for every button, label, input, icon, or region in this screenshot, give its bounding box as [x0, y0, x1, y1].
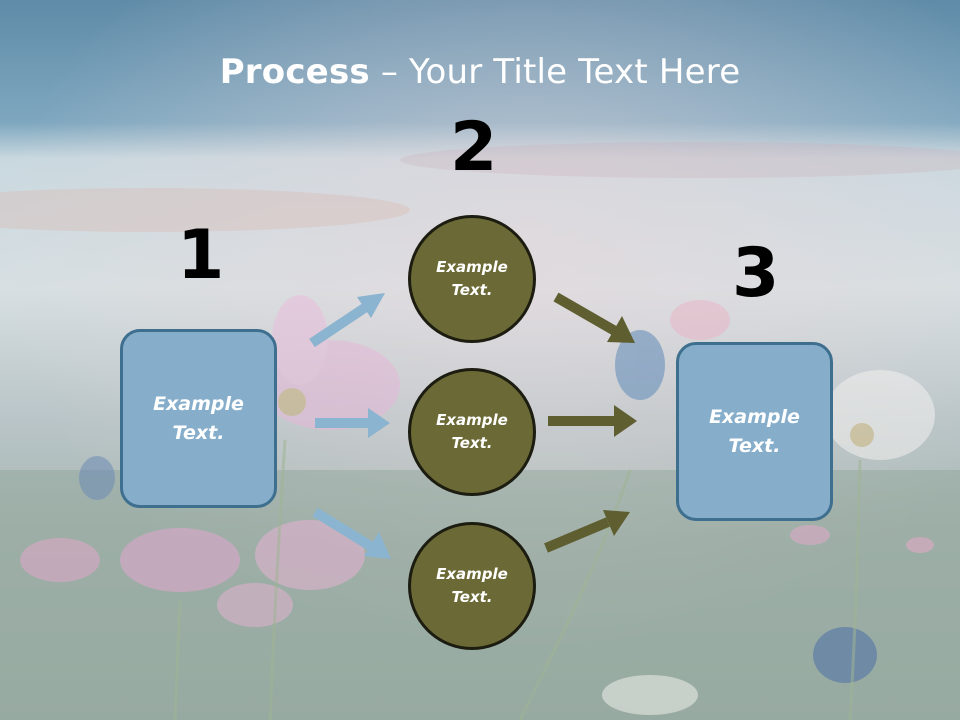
circle-bottom-label: Example Text.: [436, 564, 508, 606]
arrow-start-to-top: [309, 293, 385, 348]
circle-top-label: Example Text.: [436, 257, 508, 299]
step-number-1: 1: [177, 216, 225, 295]
arrow-bottom-to-end: [544, 510, 630, 553]
start-box: Example Text.: [120, 329, 277, 508]
slide-title: Process – Your Title Text Here: [0, 52, 960, 92]
circle-bottom: Example Text.: [408, 522, 536, 650]
end-box: Example Text.: [676, 342, 833, 521]
step-number-3: 3: [732, 234, 780, 313]
arrow-start-to-middle: [315, 408, 390, 438]
step-number-2: 2: [450, 108, 498, 187]
end-box-label: Example Text.: [709, 406, 800, 457]
title-bold: Process: [219, 52, 370, 92]
arrow-start-to-bottom: [312, 507, 391, 559]
start-box-label: Example Text.: [153, 393, 244, 444]
circle-middle-label: Example Text.: [436, 410, 508, 452]
circle-middle: Example Text.: [408, 368, 536, 496]
circle-top: Example Text.: [408, 215, 536, 343]
arrow-top-to-end: [553, 292, 635, 343]
arrow-middle-to-end: [548, 405, 637, 437]
title-rest: – Your Title Text Here: [369, 52, 741, 92]
